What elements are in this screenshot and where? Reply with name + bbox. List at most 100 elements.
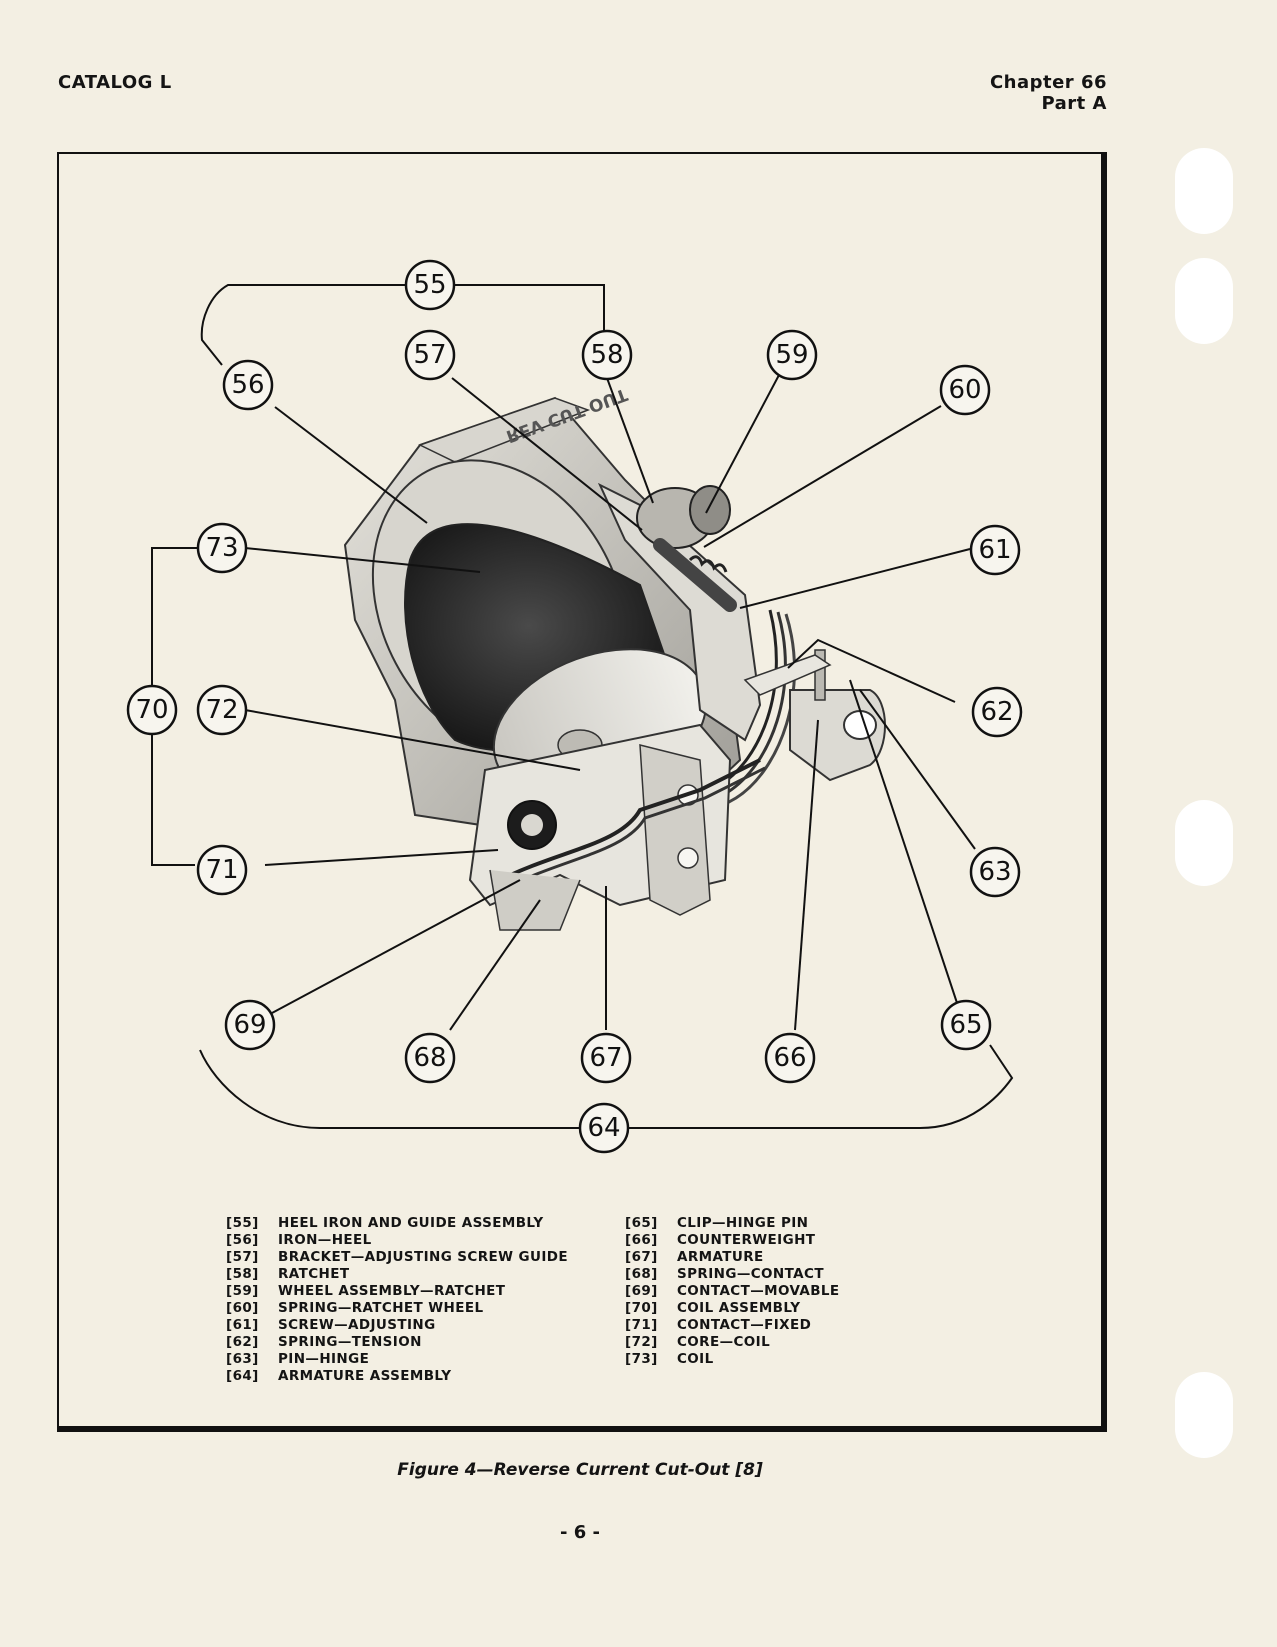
contact-spring <box>499 758 761 882</box>
callout-number: 67 <box>589 1043 622 1073</box>
callout-62: 62 <box>971 686 1023 738</box>
chapter-label: Chapter 66 <box>989 72 1107 93</box>
legend-row: [70] COIL ASSEMBLY <box>625 1300 840 1317</box>
callout-number: 72 <box>205 695 238 725</box>
callout-number: 65 <box>949 1010 982 1040</box>
legend-row: [65]CLIP—HINGE PIN <box>625 1215 840 1232</box>
callout-number: 69 <box>233 1010 266 1040</box>
callout-number: 68 <box>413 1043 446 1073</box>
legend-row: [55] HEEL IRON AND GUIDE ASSEMBLY <box>226 1215 568 1232</box>
callout-number: 57 <box>413 340 446 370</box>
callout-65: 65 <box>940 999 992 1051</box>
legend-row: [56]IRON—HEEL <box>226 1232 568 1249</box>
callout-56: 56 <box>222 359 274 411</box>
callout-number: 62 <box>980 697 1013 727</box>
legend-ref-number: [59] <box>226 1283 259 1299</box>
legend-ref-number: [72] <box>625 1334 658 1350</box>
legend-row: [68]SPRING—CONTACT <box>625 1266 840 1283</box>
legend-part-name: CORE—COIL <box>677 1334 771 1350</box>
legend-row: [62] SPRING—TENSION <box>226 1334 568 1351</box>
callout-57: 57 <box>404 329 456 381</box>
legend-part-name: WHEEL ASSEMBLY—RATCHET <box>278 1283 506 1299</box>
legend-row: [60]SPRING—RATCHET WHEEL <box>226 1300 568 1317</box>
legend-part-name: COIL <box>677 1351 714 1367</box>
legend-ref-number: [60] <box>226 1300 259 1316</box>
parts-legend-left: [55] HEEL IRON AND GUIDE ASSEMBLY[56]IRON… <box>226 1215 568 1385</box>
legend-row: [73]COIL <box>625 1351 840 1368</box>
callout-number: 55 <box>413 270 446 300</box>
callout-number: 71 <box>205 855 238 885</box>
punch-hole <box>1175 258 1233 344</box>
callout-73: 73 <box>196 522 248 574</box>
figure-frame <box>57 152 1107 1432</box>
callout-61: 61 <box>969 524 1021 576</box>
heel-iron-top-face <box>418 397 591 463</box>
legend-part-name: PIN—HINGE <box>278 1351 370 1367</box>
legend-row: [58] RATCHET <box>226 1266 568 1283</box>
callout-60: 60 <box>939 364 991 416</box>
legend-row: [69] CONTACT—MOVABLE <box>625 1283 840 1300</box>
legend-part-name: RATCHET <box>278 1266 350 1282</box>
callout-number: 70 <box>135 695 168 725</box>
callout-number: 61 <box>978 535 1011 565</box>
legend-row: [64] ARMATURE ASSEMBLY <box>226 1368 568 1385</box>
legend-ref-number: [63] <box>226 1351 259 1367</box>
legend-part-name: CONTACT—MOVABLE <box>677 1283 840 1299</box>
legend-ref-number: [69] <box>625 1283 658 1299</box>
legend-part-name: SPRING—TENSION <box>278 1334 422 1350</box>
legend-part-name: IRON—HEEL <box>278 1232 372 1248</box>
callout-67: 67 <box>580 1032 632 1084</box>
callout-number: 60 <box>948 375 981 405</box>
legend-part-name: COIL ASSEMBLY <box>677 1300 801 1316</box>
legend-part-name: ARMATURE ASSEMBLY <box>278 1368 452 1384</box>
ratchet-wheel-spring <box>688 555 728 573</box>
chapter-part-header: Chapter 66 Part A <box>990 72 1107 114</box>
legend-row: [67]ARMATURE <box>625 1249 840 1266</box>
catalog-label: CATALOG L <box>58 72 172 93</box>
callout-labels: 55 56 57 58 59 60 61 62 63 64 65 66 67 68 69 70 71 72 73 <box>126 259 1023 1154</box>
callout-66: 66 <box>764 1032 816 1084</box>
legend-part-name: COUNTERWEIGHT <box>677 1232 816 1248</box>
legend-row: [71]CONTACT—FIXED <box>625 1317 840 1334</box>
callout-59: 59 <box>766 329 818 381</box>
legend-part-name: SPRING—CONTACT <box>677 1266 824 1282</box>
callout-71: 71 <box>196 844 248 896</box>
punch-hole <box>1175 800 1233 886</box>
callout-70: 70 <box>126 684 178 736</box>
legend-row: [66] COUNTERWEIGHT <box>625 1232 840 1249</box>
callout-number: 64 <box>587 1113 620 1143</box>
legend-ref-number: [61] <box>226 1317 259 1333</box>
callout-number: 73 <box>205 533 238 563</box>
legend-ref-number: [70] <box>625 1300 658 1316</box>
page-number: - 6 - <box>560 1522 600 1543</box>
callout-number: 66 <box>773 1043 806 1073</box>
contact-bracket <box>489 869 581 931</box>
callout-68: 68 <box>404 1032 456 1084</box>
legend-row: [63] PIN—HINGE <box>226 1351 568 1368</box>
ratchet <box>689 485 731 535</box>
legend-part-name: CONTACT—FIXED <box>677 1317 812 1333</box>
callout-55: 55 <box>404 259 456 311</box>
legend-ref-number: [55] <box>226 1215 259 1231</box>
callout-number: 56 <box>231 370 264 400</box>
callout-69: 69 <box>224 999 276 1051</box>
adjusting-screw <box>653 538 737 612</box>
callout-72: 72 <box>196 684 248 736</box>
legend-ref-number: [66] <box>625 1232 658 1248</box>
callout-63: 63 <box>969 846 1021 898</box>
legend-ref-number: [57] <box>226 1249 259 1265</box>
callout-58: 58 <box>581 329 633 381</box>
legend-row: [72] CORE—COIL <box>625 1334 840 1351</box>
legend-ref-number: [62] <box>226 1334 259 1350</box>
legend-part-name: HEEL IRON AND GUIDE ASSEMBLY <box>278 1215 544 1231</box>
parts-legend-right: [65]CLIP—HINGE PIN[66] COUNTERWEIGHT[67]A… <box>625 1215 840 1368</box>
callout-64: 64 <box>578 1102 630 1154</box>
legend-ref-number: [58] <box>226 1266 259 1282</box>
legend-part-name: BRACKET—ADJUSTING SCREW GUIDE <box>278 1249 569 1265</box>
legend-part-name: SCREW—ADJUSTING <box>278 1317 436 1333</box>
leader-lines <box>151 284 1014 1129</box>
legend-ref-number: [64] <box>226 1368 259 1384</box>
part-label: Part A <box>1041 93 1107 114</box>
legend-row: [61] SCREW—ADJUSTING <box>226 1317 568 1334</box>
